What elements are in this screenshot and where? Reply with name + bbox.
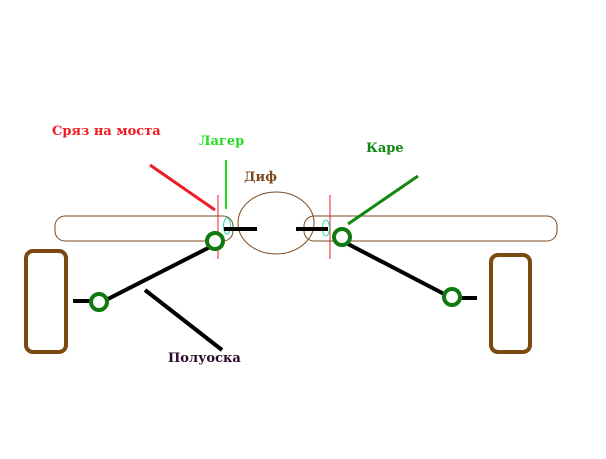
label-halfshaft: Полуоска (168, 351, 241, 366)
label-square: Каре (366, 141, 404, 156)
wheel-right (489, 253, 532, 354)
joint-right-outer (442, 287, 462, 307)
joint-left-inner (205, 231, 225, 251)
label-cut: Сряз на моста (52, 124, 161, 139)
label-diff: Диф (244, 170, 277, 185)
square-pointer-line (347, 174, 419, 226)
joint-right-inner (332, 227, 352, 247)
bearing-left (223, 217, 231, 235)
joint-left-outer (89, 292, 109, 312)
differential (237, 191, 315, 255)
halfshaft-pointer-line (143, 288, 224, 352)
halfshaft-left (105, 245, 211, 302)
cut-pointer-line (149, 163, 216, 212)
wheel-left (24, 249, 68, 354)
halfshaft-right (347, 242, 447, 297)
label-bearing: Лагер (199, 134, 245, 149)
